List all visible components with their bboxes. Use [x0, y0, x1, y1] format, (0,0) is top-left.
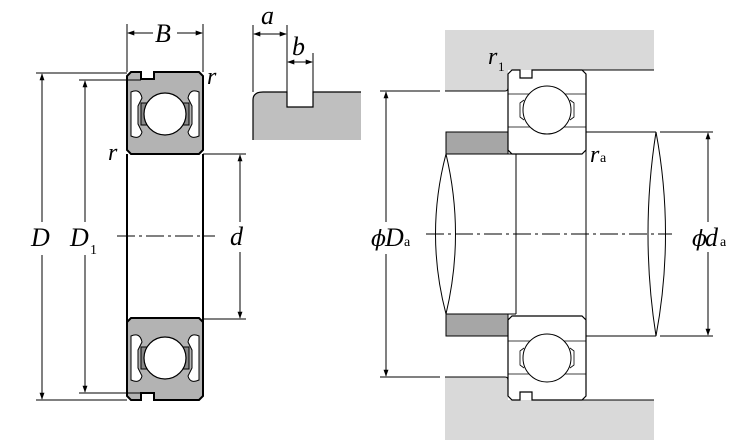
- bearing-section-view: B r r D D 1 d: [30, 19, 246, 401]
- cage-right-mounted-bottom: [569, 347, 575, 369]
- label-groove-width-b: b: [292, 32, 305, 61]
- shaft-break-left: [435, 153, 456, 315]
- groove-detail-view: a b: [252, 1, 361, 140]
- label-chamfer-outer: r: [207, 64, 217, 90]
- label-shaft-fillet-ra-sub: a: [600, 151, 607, 166]
- label-width-B: B: [155, 19, 171, 48]
- label-groove-diameter-D1: D: [69, 223, 89, 252]
- ball-bottom: [143, 336, 187, 380]
- groove-detail-body: [253, 92, 361, 140]
- label-housing-shoulder-phi: ϕ: [371, 227, 386, 252]
- housing-bottom: [445, 377, 654, 440]
- bottom-ring-section: [126, 317, 204, 401]
- label-groove-position-a: a: [261, 1, 274, 30]
- label-shaft-shoulder-da: d: [705, 223, 719, 252]
- label-bore-d: d: [230, 222, 244, 251]
- ball-mounted-top: [522, 85, 572, 135]
- cage-left-mounted-top: [519, 99, 525, 121]
- housing-top: [445, 30, 654, 91]
- label-shaft-shoulder-da-sub: a: [720, 235, 727, 250]
- shield-left-top: [130, 90, 143, 138]
- shaft-break-right: [647, 131, 666, 337]
- cage-right-mounted-top: [569, 99, 575, 121]
- shield-right-bottom: [187, 334, 200, 382]
- mounted-bearing-top: [507, 69, 587, 155]
- shield-left-bottom: [130, 334, 143, 382]
- label-shaft-fillet-ra: r: [590, 142, 600, 168]
- cage-left-mounted-bottom: [519, 347, 525, 369]
- top-ring-section: [126, 71, 204, 155]
- label-housing-fillet-r1: r: [488, 44, 498, 70]
- ball-top: [143, 92, 187, 136]
- spacer-top: [445, 131, 509, 155]
- spacer-bottom: [445, 313, 509, 337]
- label-housing-shoulder-Da: D: [384, 223, 404, 252]
- ball-mounted-bottom: [522, 333, 572, 383]
- shield-right-top: [187, 90, 200, 138]
- label-housing-shoulder-Da-sub: a: [404, 235, 411, 250]
- mounting-view: r 1 r a ϕ D a ϕ d a: [371, 30, 727, 440]
- label-housing-fillet-r1-sub: 1: [498, 59, 505, 74]
- label-shaft-shoulder-phi: ϕ: [692, 227, 707, 252]
- groove-detail-outline: [252, 91, 361, 140]
- label-outer-diameter-D: D: [30, 223, 50, 252]
- label-groove-diameter-D1-sub: 1: [90, 243, 97, 258]
- label-chamfer-inner: r: [108, 140, 118, 166]
- mounted-bearing-bottom: [507, 315, 587, 401]
